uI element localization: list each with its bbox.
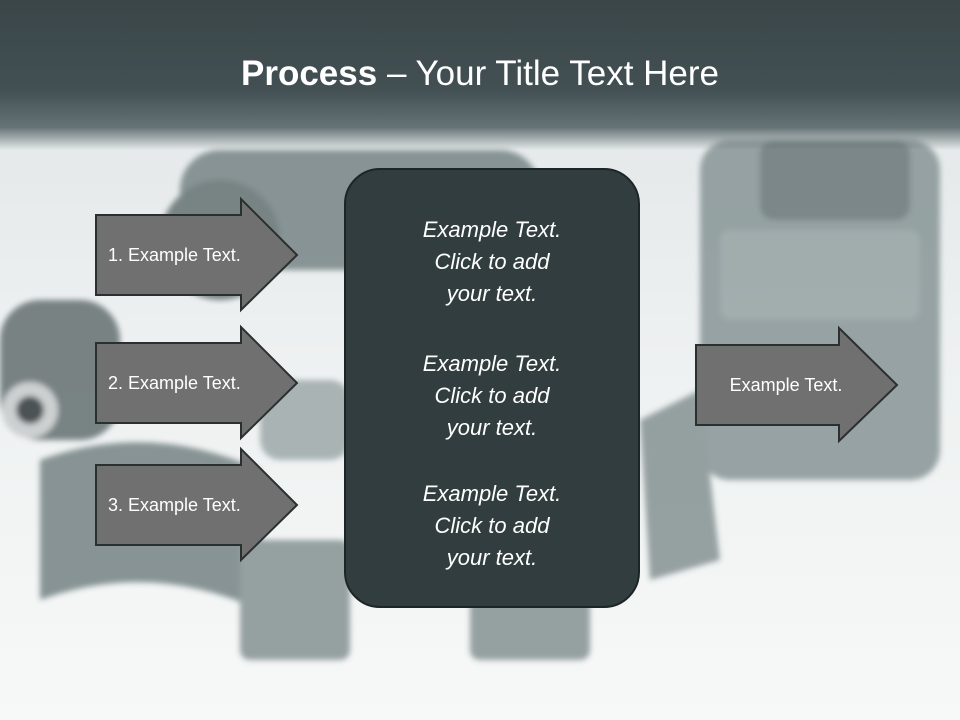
left-arrow-1[interactable]: 1. Example Text.	[95, 196, 299, 313]
left-arrow-label: 2. Example Text.	[108, 372, 241, 393]
arrow-shape	[95, 324, 299, 441]
center-line: Example Text.	[422, 217, 562, 242]
center-line: your text.	[446, 281, 538, 306]
left-arrow-2[interactable]: 2. Example Text.	[95, 324, 299, 441]
center-line: Click to add	[434, 249, 550, 274]
right-arrow-label: Example Text.	[729, 374, 843, 395]
arrow-shape	[95, 196, 299, 313]
center-block-1: Example Text. Click to add your text.	[346, 214, 638, 310]
title-rest: – Your Title Text Here	[377, 54, 719, 93]
center-line: your text.	[446, 545, 538, 570]
left-arrow-label: 1. Example Text.	[108, 244, 241, 265]
right-arrow[interactable]: Example Text.	[695, 325, 899, 444]
left-arrow-label: 3. Example Text.	[108, 494, 241, 515]
center-line: Example Text.	[422, 481, 562, 506]
center-line: Click to add	[434, 383, 550, 408]
center-line: Example Text.	[422, 351, 562, 376]
title-bar	[0, 0, 960, 150]
left-arrow-3[interactable]: 3. Example Text.	[95, 446, 299, 563]
arrow-shape	[95, 446, 299, 563]
center-block-3: Example Text. Click to add your text.	[346, 478, 638, 574]
center-block-2: Example Text. Click to add your text.	[346, 348, 638, 444]
arrow-shape	[695, 325, 899, 444]
center-line: your text.	[446, 415, 538, 440]
title-bold: Process	[241, 54, 378, 93]
center-line: Click to add	[434, 513, 550, 538]
center-text-box[interactable]: Example Text. Click to add your text. Ex…	[344, 168, 640, 608]
slide-title: Process – Your Title Text Here	[0, 52, 960, 96]
